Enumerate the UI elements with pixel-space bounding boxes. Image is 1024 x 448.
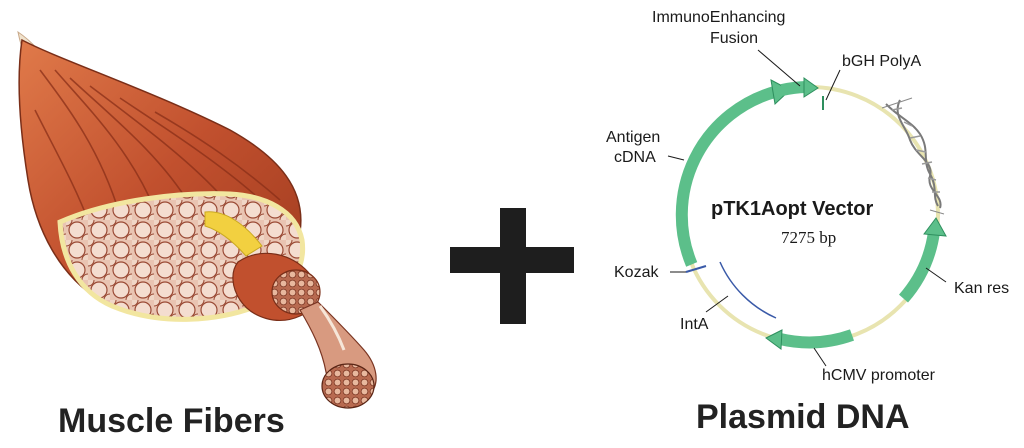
label-kan-res: Kan res	[954, 280, 1010, 297]
feature-immuno-arc	[780, 81, 807, 96]
feature-kanres-arrowhead	[923, 217, 947, 237]
label-bgh-polya: bGH PolyA	[842, 53, 922, 70]
callout-inta	[705, 295, 729, 313]
plus-sign	[450, 208, 574, 324]
muscle-fibers-caption: Muscle Fibers	[58, 402, 285, 440]
callout-bgh	[825, 69, 841, 101]
plasmid-dna-caption: Plasmid DNA	[696, 398, 910, 436]
vector-size: 7275 bp	[781, 228, 837, 247]
label-immuno-line1: ImmunoEnhancing	[652, 9, 786, 26]
callout-antigen	[667, 155, 685, 161]
label-hcmv-promoter: hCMV promoter	[822, 367, 935, 384]
callout-immuno	[757, 49, 801, 87]
feature-inta-arc	[719, 261, 777, 319]
label-antigen-line1: Antigen	[606, 129, 661, 146]
feature-antigen-arrowhead	[770, 79, 791, 106]
plasmid-map	[667, 49, 947, 367]
muscle-illustration	[17, 30, 377, 409]
callout-hcmv	[813, 347, 827, 367]
feature-antigen-arc	[675, 85, 779, 267]
dna-helix-icon	[881, 97, 945, 215]
label-immuno-line2: Fusion	[710, 30, 759, 47]
feature-immuno-arrowhead	[803, 77, 819, 98]
feature-hcmv-arrowhead	[765, 329, 783, 350]
label-inta: IntA	[680, 316, 709, 333]
feature-kanres-arc	[898, 231, 940, 303]
label-kozak: Kozak	[614, 264, 659, 281]
label-antigen-line2: cDNA	[614, 149, 656, 166]
feature-kozak-marker	[685, 265, 707, 273]
vector-name: pTK1Aopt Vector	[711, 198, 874, 220]
callout-kanres	[925, 267, 947, 283]
feature-hcmv-arc	[778, 329, 855, 349]
